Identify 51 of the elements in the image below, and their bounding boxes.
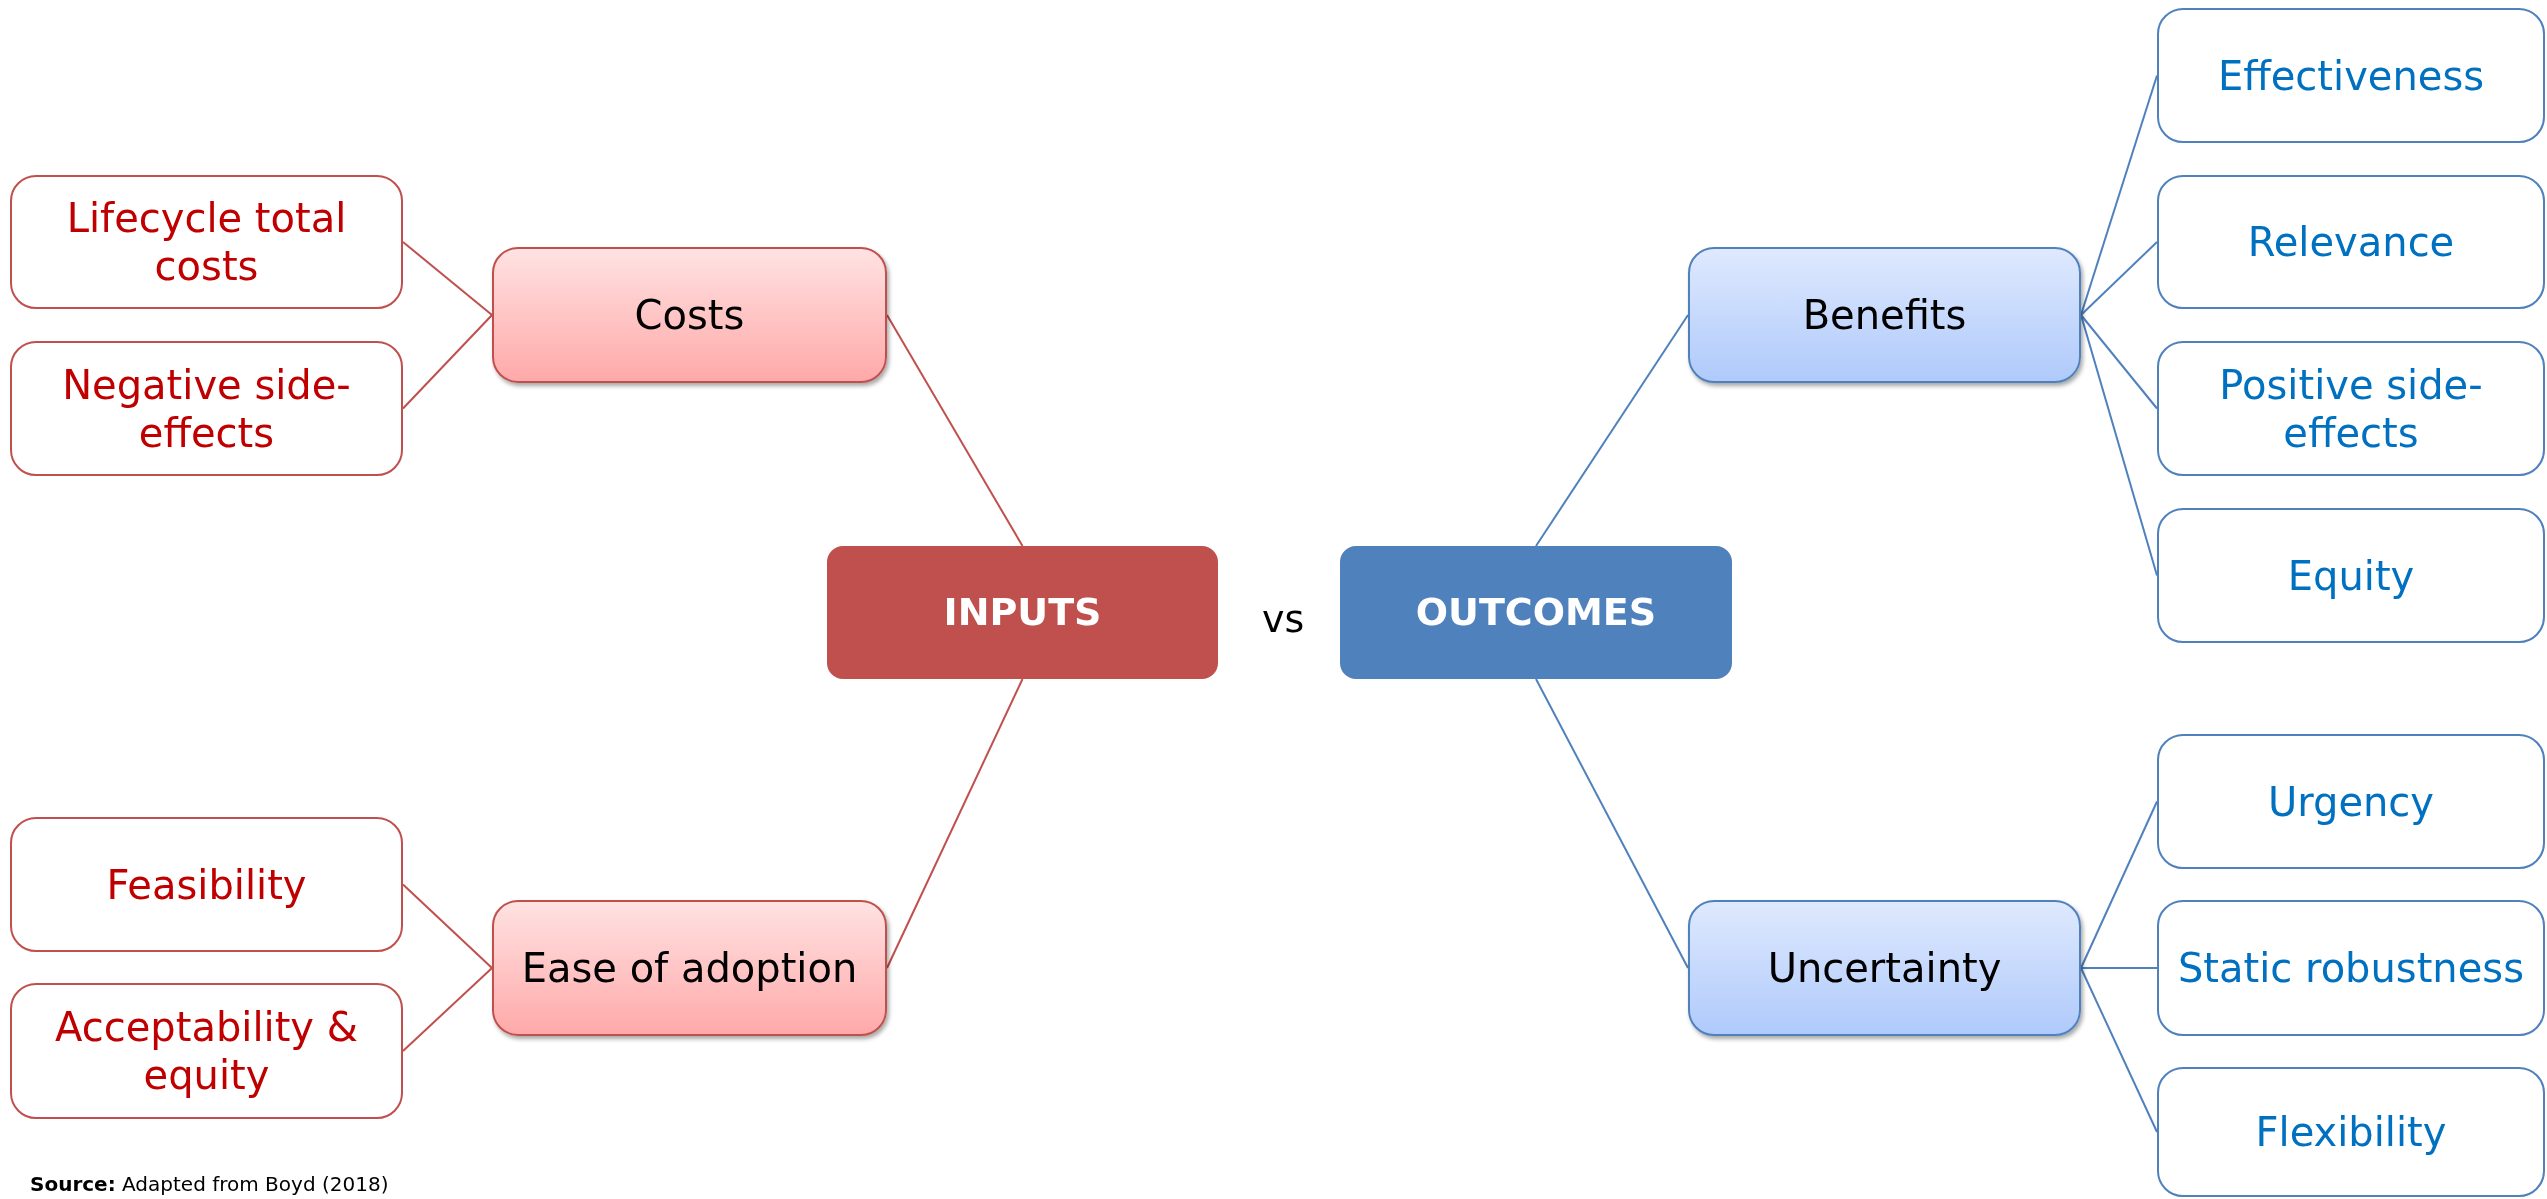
node-text: Benefits (1801, 291, 1968, 339)
connector-line (402, 241, 493, 316)
category-box (1688, 900, 2081, 1036)
connector-line (2080, 74, 2158, 316)
category-box (492, 900, 887, 1036)
connector-line (886, 314, 1024, 547)
connector-line (402, 967, 493, 1052)
connector-line (2080, 967, 2158, 1133)
versus-label: vs (1262, 597, 1305, 641)
hub-box (827, 546, 1218, 679)
topic-box (10, 341, 403, 476)
source-note: Source: Adapted from Boyd (2018) (30, 1172, 389, 1196)
connector-line (402, 314, 493, 410)
node-text: Effectiveness (2216, 51, 2486, 100)
topic-box (2157, 175, 2545, 309)
topic-box (10, 175, 403, 309)
node-text: Static robustness (2176, 944, 2525, 992)
connector-line (2080, 241, 2158, 316)
topic-box (2157, 1067, 2545, 1197)
node-text: Positive side-effects (2218, 360, 2484, 457)
topic-box (10, 817, 403, 952)
node-text: Costs (633, 291, 746, 339)
category-box (1688, 247, 2081, 383)
node-text: INPUTS (942, 589, 1103, 636)
connector-line (886, 678, 1024, 969)
topic-box (2157, 734, 2545, 869)
connector-line (1535, 314, 1689, 547)
node-text: Flexibility (2254, 1108, 2448, 1156)
connector-line (2080, 800, 2158, 969)
node-text: Acceptability & equity (54, 1003, 359, 1099)
hub-box (1340, 546, 1732, 679)
connector-line (2080, 967, 2158, 969)
connector-line (402, 883, 493, 969)
node-text: Relevance (2246, 218, 2456, 266)
connector-line (1535, 678, 1689, 969)
connector-line (2080, 314, 2158, 577)
node-text: Ease of adoption (520, 944, 859, 992)
topic-box (2157, 900, 2545, 1036)
node-text: Equity (2286, 551, 2416, 600)
topic-box (2157, 508, 2545, 643)
node-text: Uncertainty (1766, 944, 2003, 992)
connector-line (2080, 314, 2158, 410)
node-text: Negative side-effects (61, 360, 352, 457)
node-text: OUTCOMES (1414, 589, 1658, 636)
node-text: Urgency (2266, 777, 2435, 826)
topic-box (2157, 341, 2545, 476)
node-text: Lifecycle total costs (65, 194, 348, 290)
node-text: Feasibility (105, 860, 308, 909)
topic-box (10, 983, 403, 1119)
topic-box (2157, 8, 2545, 143)
category-box (492, 247, 887, 383)
